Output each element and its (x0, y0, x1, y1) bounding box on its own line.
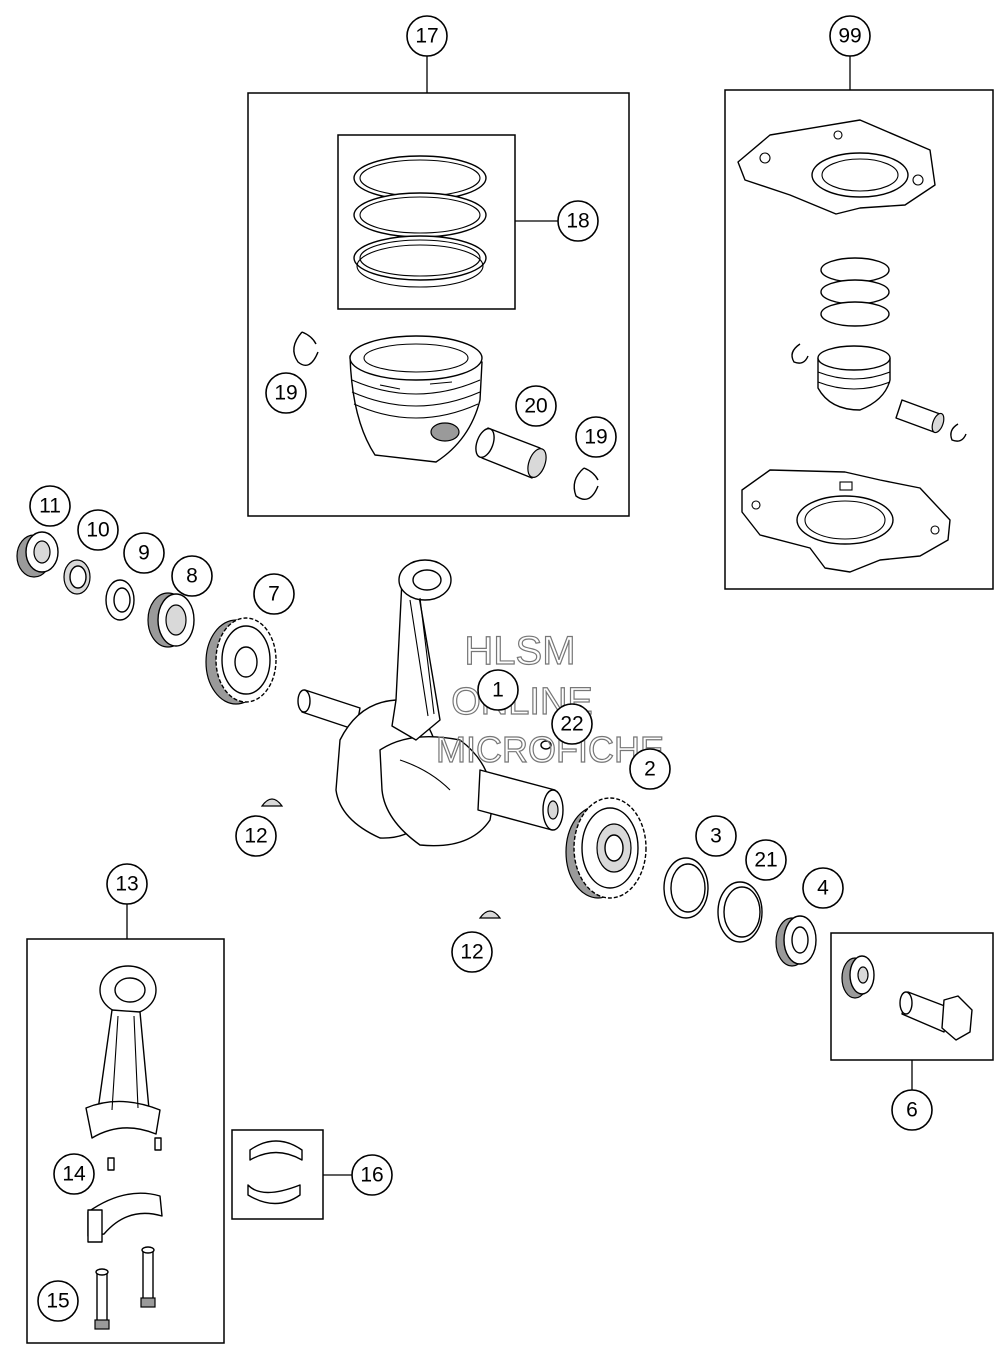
conrod-kit-box (26, 938, 225, 1344)
callout-13: 13 (106, 863, 148, 905)
callout-17: 17 (406, 15, 448, 57)
watermark: HLSM ONLINE MICROFICHE (435, 628, 664, 770)
watermark-line3: MICROFICHE (436, 729, 664, 770)
callout-11: 11 (29, 485, 71, 527)
svg-text:4: 4 (817, 877, 829, 900)
callout-8: 8 (171, 555, 213, 597)
callout-6: 6 (891, 1089, 933, 1131)
bearing-11 (16, 531, 59, 578)
leader-lines (126, 55, 913, 1176)
washer-6 (841, 955, 875, 999)
kit-circlip-left (791, 343, 809, 364)
piston-rings-box (337, 134, 516, 310)
svg-text:10: 10 (86, 519, 109, 542)
kit-piston-pin (895, 399, 945, 434)
base-gasket (741, 469, 951, 573)
shim-10 (63, 559, 91, 595)
svg-text:22: 22 (560, 713, 583, 736)
svg-text:1: 1 (492, 679, 504, 702)
svg-text:20: 20 (524, 395, 547, 418)
callout-14: 14 (53, 1153, 95, 1195)
pin-22 (540, 740, 552, 750)
svg-text:21: 21 (754, 849, 777, 872)
circlip-top-left (293, 331, 319, 366)
svg-text:99: 99 (838, 25, 861, 48)
gear-2 (565, 797, 647, 899)
callout-22: 22 (551, 703, 593, 745)
callout-1: 1 (477, 669, 519, 711)
callout-19-left: 19 (265, 372, 307, 414)
callout-20: 20 (515, 385, 557, 427)
washer-9 (105, 579, 135, 621)
callout-10: 10 (77, 509, 119, 551)
svg-text:7: 7 (268, 583, 280, 606)
svg-text:14: 14 (62, 1163, 86, 1186)
conrod-cap (87, 1192, 163, 1243)
svg-text:9: 9 (138, 542, 150, 565)
callout-4: 4 (802, 867, 844, 909)
svg-text:13: 13 (115, 873, 138, 896)
svg-text:12: 12 (460, 941, 483, 964)
circlip-right (573, 467, 599, 500)
shim-21 (717, 881, 763, 943)
svg-text:17: 17 (415, 25, 438, 48)
callout-2: 2 (629, 748, 671, 790)
svg-text:3: 3 (710, 825, 722, 848)
connecting-rod (391, 559, 452, 741)
svg-text:12: 12 (244, 825, 267, 848)
callout-12-upper: 12 (235, 815, 277, 857)
svg-text:8: 8 (186, 565, 198, 588)
conrod-bolts (94, 1246, 156, 1330)
svg-text:2: 2 (644, 758, 656, 781)
kit-piston (817, 345, 891, 411)
svg-text:15: 15 (46, 1290, 69, 1313)
screw-6 (899, 991, 973, 1041)
svg-text:11: 11 (39, 495, 61, 518)
watermark-line1: HLSM (464, 629, 575, 673)
callout-12-lower: 12 (451, 931, 493, 973)
piston (349, 335, 483, 463)
piston-kit-box (247, 92, 630, 517)
shim-3 (663, 857, 709, 919)
callout-16: 16 (351, 1154, 393, 1196)
kit-dowel-pins (107, 1137, 162, 1171)
callout-3: 3 (695, 815, 737, 857)
svg-text:19: 19 (584, 426, 607, 449)
piston-pin (475, 427, 547, 479)
callout-9: 9 (123, 532, 165, 574)
gear-7 (205, 617, 277, 705)
svg-text:18: 18 (566, 210, 589, 233)
head-gasket (737, 119, 936, 215)
callout-99: 99 (829, 15, 871, 57)
svg-text:19: 19 (274, 382, 297, 405)
crankshaft (297, 689, 564, 847)
kit-piston-rings (820, 257, 890, 327)
kit-circlip-right (950, 423, 967, 442)
svg-text:16: 16 (360, 1164, 383, 1187)
woodruff-key-lower (478, 910, 502, 919)
callout-18: 18 (557, 200, 599, 242)
kit-connecting-rod (85, 965, 161, 1139)
callout-15: 15 (37, 1280, 79, 1322)
cylinder-gasket-kit-box (724, 89, 994, 590)
svg-text:6: 6 (906, 1099, 918, 1122)
woodruff-key-upper (260, 798, 284, 807)
piston-rings (353, 155, 487, 288)
callout-19-right: 19 (575, 416, 617, 458)
bearing-shells (247, 1140, 303, 1205)
nut-4 (775, 915, 817, 967)
callout-21: 21 (745, 839, 787, 881)
sprocket-8 (147, 592, 195, 648)
callout-7: 7 (253, 573, 295, 615)
